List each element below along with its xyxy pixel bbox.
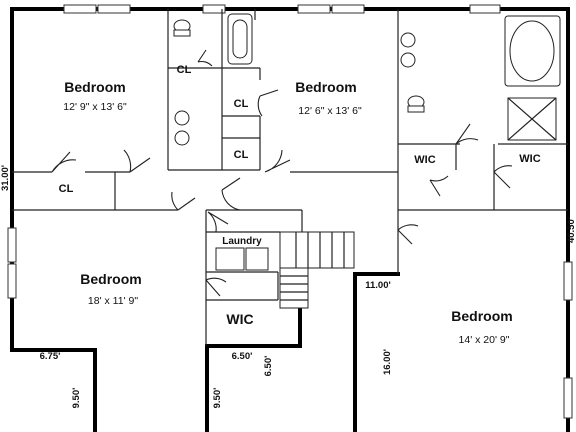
bedroom-w-title: Bedroom bbox=[80, 271, 141, 287]
right-height-dimension: 40.50' bbox=[566, 217, 576, 243]
closet-label: CL bbox=[234, 149, 249, 161]
bedroom-nw-size: 12' 9" x 13' 6" bbox=[63, 101, 127, 113]
walk-in-closet-label: WIC bbox=[519, 153, 540, 165]
bedroom-w-size: 18' x 11' 9" bbox=[88, 295, 138, 307]
bathroom-fixtures bbox=[173, 13, 561, 146]
laundry-appliances bbox=[215, 247, 269, 271]
bedroom-se-size: 14' x 20' 9" bbox=[459, 334, 510, 346]
closet-label: CL bbox=[234, 98, 249, 110]
walk-in-closet-label: WIC bbox=[226, 311, 253, 327]
closet-label: CL bbox=[59, 183, 74, 195]
bedroom-n-size: 12' 6" x 13' 6" bbox=[298, 105, 362, 117]
front-depth-mid-a-dimension: 6.50' bbox=[263, 356, 274, 377]
laundry-label: Laundry bbox=[222, 236, 262, 247]
wing-depth-dimension: 16.00' bbox=[382, 349, 393, 375]
front-width-left-dimension: 6.75' bbox=[40, 351, 61, 362]
stair-offset-dimension: 11.00' bbox=[365, 280, 391, 291]
front-depth-left-dimension: 9.50' bbox=[71, 388, 82, 409]
exterior-walls bbox=[10, 7, 570, 432]
bedroom-se-title: Bedroom bbox=[451, 308, 512, 324]
bedroom-nw-title: Bedroom bbox=[64, 79, 125, 95]
doors bbox=[51, 49, 513, 297]
front-width-mid-dimension: 6.50' bbox=[232, 351, 253, 362]
staircase bbox=[279, 231, 355, 309]
windows bbox=[7, 4, 573, 419]
left-height-dimension: 31.00' bbox=[0, 165, 11, 191]
bedroom-n-title: Bedroom bbox=[295, 79, 356, 95]
walk-in-closet-label: WIC bbox=[414, 154, 435, 166]
front-depth-mid-b-dimension: 9.50' bbox=[212, 388, 223, 409]
closet-label: CL bbox=[177, 64, 192, 76]
